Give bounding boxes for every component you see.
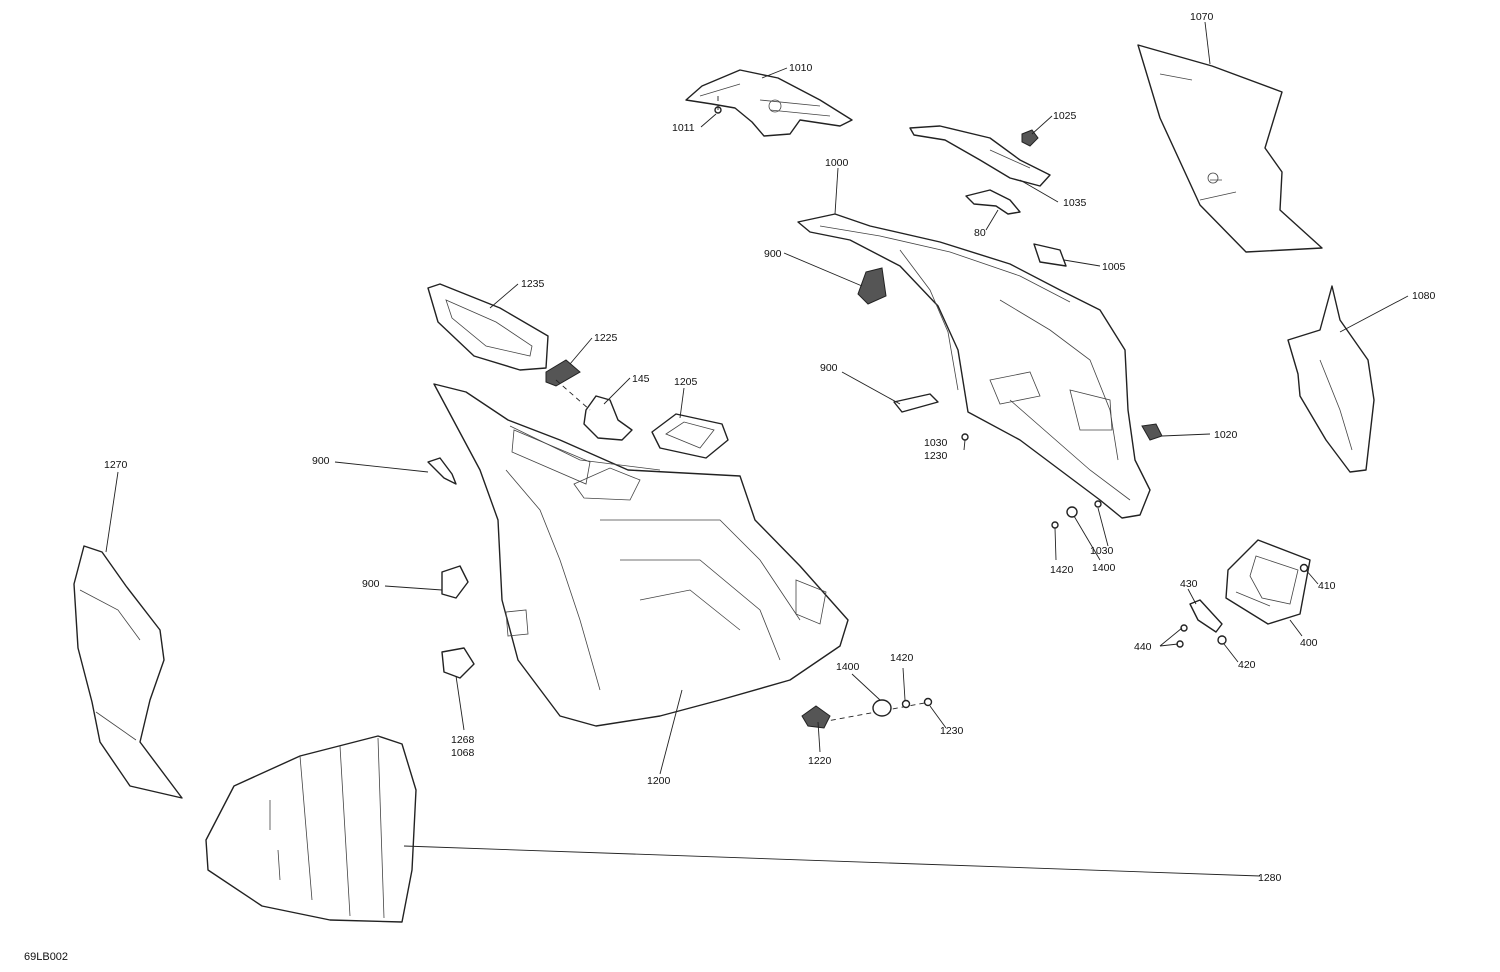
part-400-latch (1225, 539, 1311, 625)
callout-1035: 1035 (1063, 197, 1087, 209)
part-410-screw (1299, 563, 1309, 573)
callout-900-d: 900 (362, 578, 380, 590)
callout-1400-b: 1400 (836, 661, 860, 673)
part-900-clip-mid (893, 393, 939, 413)
callout-900-c: 900 (312, 455, 330, 467)
callout-1280: 1280 (1258, 872, 1282, 884)
callout-1268: 1268 (451, 734, 475, 746)
part-1205-filter (651, 413, 729, 459)
callout-1270: 1270 (104, 459, 128, 471)
callout-1068: 1068 (451, 747, 475, 759)
part-440-screw-a (1180, 624, 1188, 632)
callout-1020: 1020 (1214, 429, 1238, 441)
callout-1005: 1005 (1102, 261, 1126, 273)
callout-1200: 1200 (647, 775, 671, 787)
part-1200-housing (433, 383, 849, 727)
callout-430: 430 (1180, 578, 1198, 590)
part-1005-grille (1033, 243, 1067, 267)
part-1070-panel (1137, 44, 1323, 253)
part-1220-latch (801, 705, 831, 729)
callout-440: 440 (1134, 641, 1152, 653)
part-1280-cover (205, 735, 417, 923)
part-900-clip-left (427, 457, 457, 485)
part-80-hinge (965, 189, 1021, 215)
callout-1235: 1235 (521, 278, 545, 290)
part-1268-pad (441, 647, 475, 679)
callout-400: 400 (1300, 637, 1318, 649)
callout-145: 145 (632, 373, 650, 385)
callout-1030-a: 1030 (924, 437, 948, 449)
part-1235-frame (427, 283, 549, 371)
callout-1070: 1070 (1190, 11, 1214, 23)
part-430-plate (1189, 599, 1223, 633)
callout-410: 410 (1318, 580, 1336, 592)
callout-1205: 1205 (674, 376, 698, 388)
callout-900-a: 900 (764, 248, 782, 260)
callout-1230-a: 1230 (924, 450, 948, 462)
part-1230-washer (923, 697, 933, 707)
part-1400-grommet (872, 699, 892, 717)
callout-1011: 1011 (672, 122, 695, 134)
callout-420: 420 (1238, 659, 1256, 671)
callout-1010: 1010 (789, 62, 813, 74)
part-1420-screw (901, 699, 911, 709)
part-145-bracket (583, 395, 633, 441)
callout-1230-b: 1230 (940, 725, 964, 737)
callout-1025: 1025 (1053, 110, 1077, 122)
part-1420-screw-right (1051, 521, 1059, 529)
part-1080-side-panel (1287, 285, 1375, 473)
part-1035-bracket (909, 125, 1051, 187)
part-1010-cover (685, 69, 853, 137)
part-420-nut (1217, 635, 1227, 645)
part-1030-screw-b (1094, 500, 1102, 508)
callout-80: 80 (974, 227, 986, 239)
part-900-clip-top (857, 267, 887, 305)
callout-1030-b: 1030 (1090, 545, 1114, 557)
callout-1000: 1000 (825, 157, 849, 169)
part-1270-side-panel (73, 545, 183, 799)
dash-145 (555, 379, 591, 411)
callout-1225: 1225 (594, 332, 618, 344)
leader-lines (105, 21, 1409, 877)
part-1400-grommet-right (1066, 506, 1078, 518)
part-1030-screw-a (961, 433, 969, 441)
callout-900-b: 900 (820, 362, 838, 374)
part-900-clip-lower (441, 565, 469, 599)
callout-1400-a: 1400 (1092, 562, 1116, 574)
callout-1220: 1220 (808, 755, 832, 767)
callout-1420-b: 1420 (890, 652, 914, 664)
part-1020-clip (1141, 423, 1163, 441)
diagram-reference-code: 69LB002 (24, 951, 68, 963)
part-1025-clip (1021, 129, 1039, 147)
part-1000-housing (797, 213, 1151, 519)
callout-1080: 1080 (1412, 290, 1436, 302)
callout-1420-a: 1420 (1050, 564, 1074, 576)
part-1225-cover (545, 359, 581, 387)
